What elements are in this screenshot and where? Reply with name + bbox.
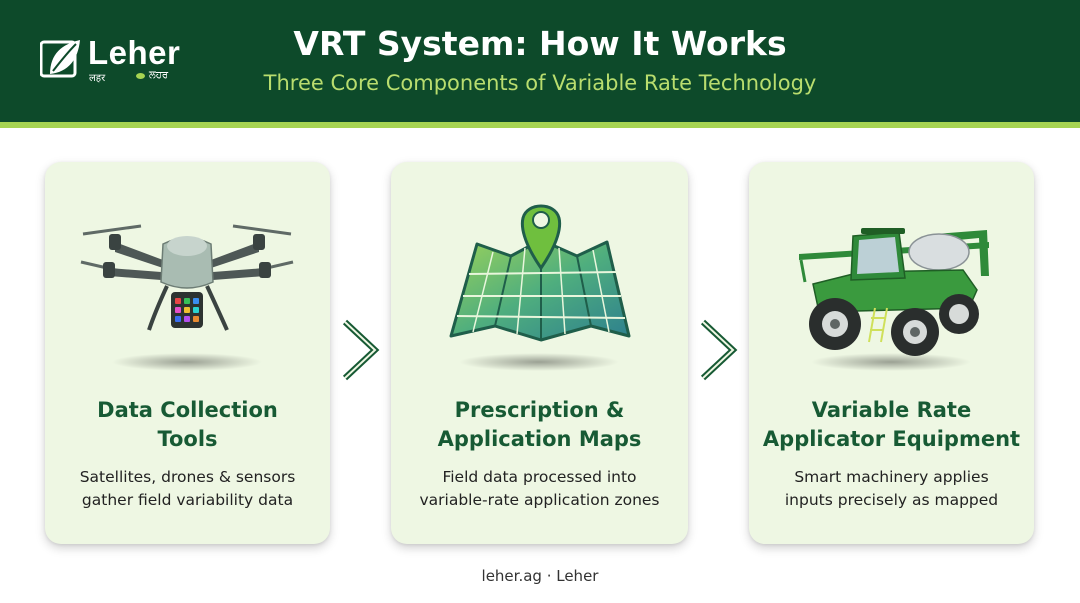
logo-script-punjabi: ਲਹਰ xyxy=(149,70,169,81)
card-data-collection: Data Collection Tools Satellites, drones… xyxy=(45,162,330,544)
card-description: Satellites, drones & sensors gather fiel… xyxy=(79,468,296,509)
drone-icon xyxy=(80,224,294,371)
footer-credit: leher.ag · Leher xyxy=(481,567,599,585)
header-accent-stripe xyxy=(0,122,1080,128)
chevron-right-icon xyxy=(342,319,380,381)
chevron-right-icon xyxy=(700,319,738,381)
map-pin-icon xyxy=(449,204,631,371)
card-applicator-equipment: Variable Rate Applicator Equipment Smart… xyxy=(749,162,1034,544)
card-description: Smart machinery applies inputs precisely… xyxy=(784,468,999,509)
card-title: Data Collection Tools xyxy=(97,398,278,451)
logo-wordmark: Leher xyxy=(88,34,181,71)
sprayer-tractor-icon xyxy=(799,228,989,371)
logo-script-hindi: लहर xyxy=(89,73,106,84)
page-subtitle: Three Core Components of Variable Rate T… xyxy=(263,71,817,95)
card-title: Variable Rate Applicator Equipment xyxy=(762,398,1021,451)
logo-leaf-dot xyxy=(136,73,145,79)
leaf-logo-icon xyxy=(40,40,80,78)
card-prescription-maps: Prescription & Application Maps Field da… xyxy=(391,162,688,544)
page-title: VRT System: How It Works xyxy=(293,24,787,63)
header-banner xyxy=(0,0,1080,122)
card-title: Prescription & Application Maps xyxy=(437,398,642,451)
brand-logo: Leher लहर ਲਹਰ xyxy=(40,34,210,88)
card-description: Field data processed into variable-rate … xyxy=(419,468,660,509)
